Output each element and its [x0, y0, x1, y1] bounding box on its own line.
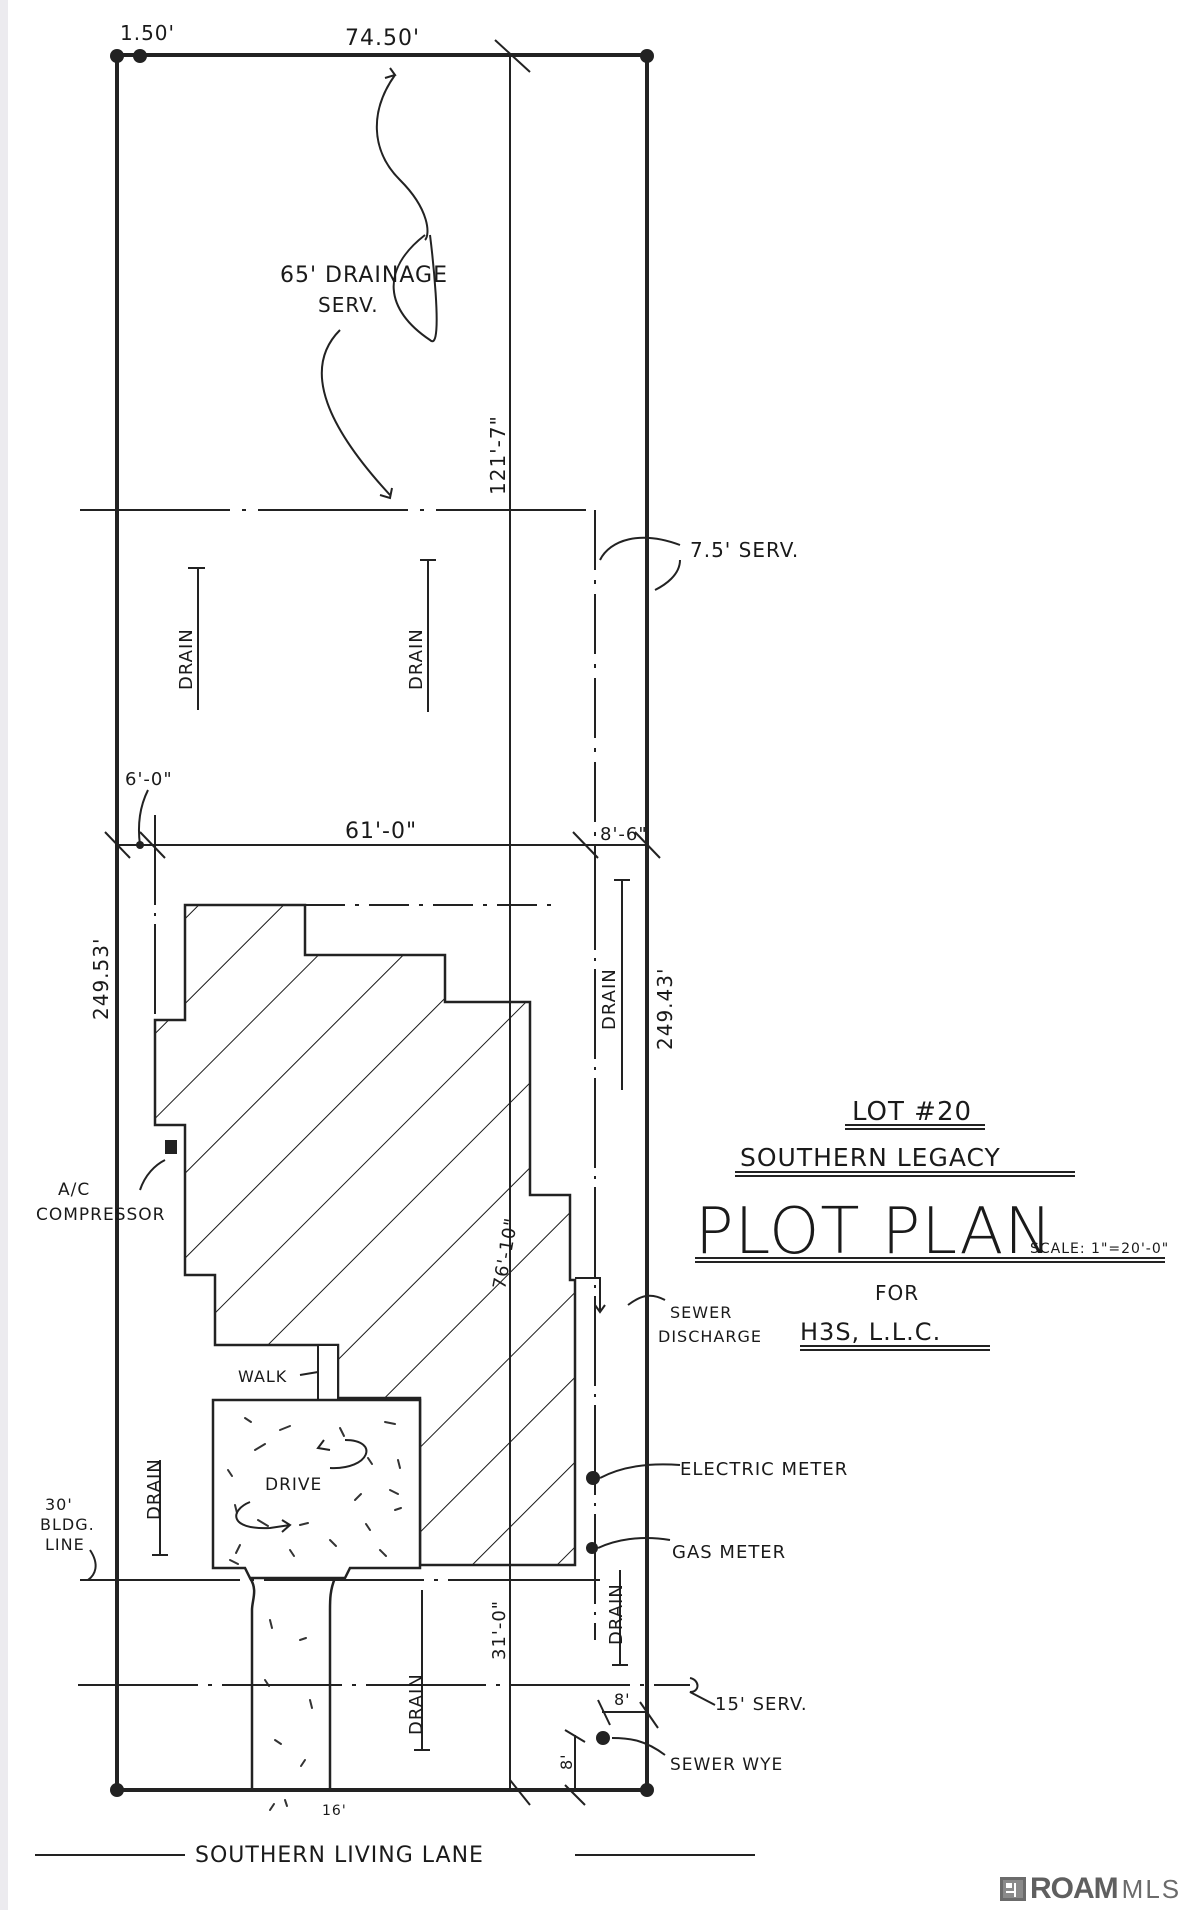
- drive-width-dim: 16': [322, 1803, 347, 1819]
- gas-meter-label: GAS METER: [672, 1542, 786, 1563]
- sewer-discharge-label: SEWER: [670, 1303, 732, 1322]
- driveway: [211, 1398, 422, 1811]
- drainage-serv-label: 65' DRAINAGE: [280, 263, 448, 288]
- right-depth-dim: 249.43': [653, 968, 677, 1050]
- street-name: SOUTHERN LIVING LANE: [195, 1843, 484, 1868]
- subdivision-name: SOUTHERN LEGACY: [740, 1143, 1001, 1172]
- sewer-wye-y-dim: 8': [557, 1753, 576, 1770]
- floorplan-logo-icon: [1000, 1877, 1026, 1901]
- front-serv-label: 15' SERV.: [715, 1694, 808, 1715]
- client-name: H3S, L.L.C.: [800, 1318, 941, 1346]
- ac-label: A/C: [58, 1180, 90, 1200]
- scale-label: SCALE: 1"=20'-0": [1030, 1241, 1169, 1257]
- right-setback-dim: 8'-6": [600, 824, 648, 845]
- sewer-discharge-label-2: DISCHARGE: [658, 1327, 762, 1346]
- ac-label-2: COMPRESSOR: [36, 1205, 166, 1225]
- lot-number: LOT #20: [852, 1097, 972, 1127]
- left-depth-dim: 249.53': [89, 938, 113, 1020]
- roam-mls-logo: ROAM MLS: [1000, 1872, 1181, 1906]
- bldg-line-label: 30': [45, 1495, 73, 1514]
- bldg-line-label-2: BLDG.: [40, 1515, 95, 1534]
- logo-suffix: MLS: [1121, 1873, 1182, 1904]
- logo-brand: ROAM: [1030, 1872, 1119, 1905]
- sewer-wye-x-dim: 8': [614, 1690, 631, 1709]
- top-width-dim: 74.50': [345, 26, 420, 51]
- boundary-corner-pins: [110, 49, 654, 1797]
- front-setback-dim: 31'-0": [489, 1600, 510, 1660]
- walk-label: WALK: [238, 1367, 287, 1386]
- drain-label-6: DRAIN: [606, 1583, 627, 1645]
- drain-label-5: DRAIN: [406, 1673, 427, 1735]
- electric-meter-label: ELECTRIC METER: [680, 1459, 848, 1480]
- page-margin: [0, 0, 8, 1910]
- drainage-serv-label-2: SERV.: [318, 293, 379, 317]
- drain-label-2: DRAIN: [406, 628, 427, 690]
- for-label: FOR: [875, 1281, 919, 1305]
- drain-label-1: DRAIN: [176, 628, 197, 690]
- top-offset-dim: 1.50': [120, 21, 175, 45]
- drive-label: DRIVE: [265, 1475, 322, 1495]
- left-setback-dim: 6'-0": [125, 769, 173, 790]
- drain-label-3: DRAIN: [599, 968, 620, 1030]
- sewer-wye-label: SEWER WYE: [670, 1755, 783, 1775]
- property-boundary: [115, 53, 649, 1792]
- bldg-line-label-3: LINE: [45, 1535, 85, 1554]
- side-serv-label: 7.5' SERV.: [690, 538, 799, 562]
- plot-plan-title: PLOT PLAN: [695, 1195, 1053, 1269]
- house-width-dim: 61'-0": [345, 819, 417, 844]
- rear-to-house-dim: 121'-7": [486, 415, 510, 495]
- drain-label-4: DRAIN: [144, 1458, 165, 1520]
